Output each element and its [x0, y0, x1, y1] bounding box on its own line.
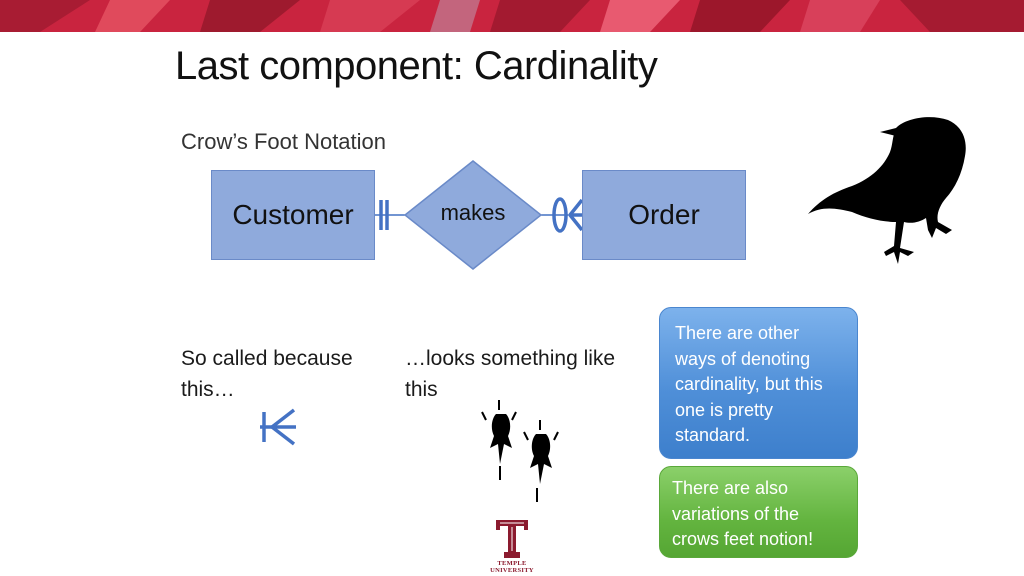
relationship-diamond — [403, 160, 543, 270]
callout-green-line: crows feet notion! — [672, 529, 814, 549]
callout-blue-line: one is pretty — [675, 399, 774, 420]
slide-title: Last component: Cardinality — [175, 44, 658, 88]
callout-blue-line: There are other — [675, 323, 800, 343]
banner-pattern — [0, 0, 1024, 32]
one-and-only-one-symbol — [379, 200, 389, 230]
callout-blue-line: cardinality, but this — [675, 374, 823, 394]
caption-left-line: this… — [181, 378, 235, 401]
bird-footprints-icon — [481, 400, 559, 502]
callout-green-line: There are also — [672, 478, 789, 498]
header-banner — [0, 0, 1024, 32]
logo-wordmark: TEMPLE UNIVERSITY — [490, 560, 534, 574]
relationship-label: makes — [440, 200, 506, 225]
caption-middle-line: …looks something like — [405, 347, 616, 370]
temple-t-logo-icon — [496, 520, 528, 558]
crow-silhouette-icon — [808, 117, 966, 264]
entity-order: Order — [582, 170, 746, 260]
caption-middle: …looks something like this — [405, 343, 615, 405]
callout-green-line: variations of the — [672, 503, 800, 524]
slide-subtitle: Crow’s Foot Notation — [181, 129, 387, 154]
zero-or-many-symbol — [552, 197, 584, 233]
crows-foot-symbol-icon — [260, 408, 296, 446]
callout-green: There are also variations of the crows f… — [659, 466, 858, 558]
callout-blue-line: ways of denoting — [675, 348, 811, 369]
entity-customer: Customer — [211, 170, 375, 260]
callout-blue: There are other ways of denoting cardina… — [659, 307, 858, 459]
callout-blue-line: standard. — [675, 425, 751, 445]
caption-left-line: So called because — [181, 347, 353, 370]
caption-middle-line: this — [405, 378, 438, 401]
caption-left: So called because this… — [181, 343, 353, 405]
